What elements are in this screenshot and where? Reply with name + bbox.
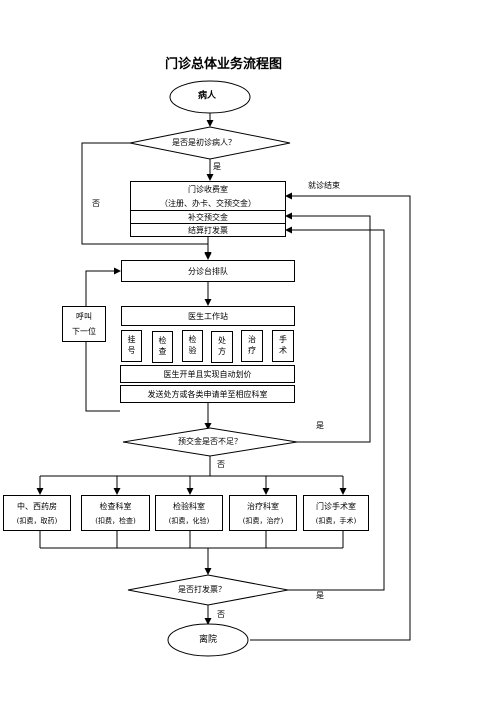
fee-room-subtitle: （注册、办卡、交预交金）: [160, 198, 256, 208]
decision-first-visit-label: 是否是初诊病人？: [172, 138, 236, 147]
page-title: 门诊总体业务流程图: [165, 57, 283, 72]
department-surgery: 门诊手术室 (扣费，手术): [303, 495, 369, 531]
doctor-item-label: 处方: [218, 336, 226, 356]
call-next-line1: 呼叫: [76, 312, 92, 321]
doctor-item-lab: 检验: [182, 330, 203, 362]
leave-label: 离院: [199, 635, 218, 645]
leave-ellipse: [167, 623, 249, 657]
end-visit-label: 就诊结束: [308, 181, 340, 190]
no-label-3: 否: [217, 610, 225, 619]
start-label: 病人: [198, 91, 217, 101]
department-name: 门诊手术室: [316, 501, 356, 511]
department-name: 检验科室: [173, 501, 205, 511]
department-treatment: 治疗科室 (扣费，治疗): [229, 495, 297, 531]
auto-price-label: 医生开单且实现自动划价: [163, 369, 252, 379]
supplement-deposit-label: 补交预交金: [188, 212, 228, 222]
yes-label-2: 是: [316, 421, 324, 430]
doctor-item-label: 手术: [279, 335, 287, 355]
department-sub: (扣费，治疗): [242, 516, 284, 525]
doctor-station-box: 医生工作站: [121, 306, 295, 326]
yes-label-1: 是: [213, 162, 221, 171]
decision-deposit-label: 预交金是否不足？: [178, 437, 242, 446]
doctor-item-label: 检验: [188, 335, 197, 355]
auto-price-box: 医生开单且实现自动划价: [120, 365, 295, 383]
fee-room-title: 门诊收费室: [188, 184, 228, 194]
doctor-item-label: 治疗: [248, 335, 256, 355]
no-label-1: 否: [92, 199, 100, 208]
send-request-box: 发送处方或各类申请单至相应科室: [120, 385, 295, 403]
doctor-station-label: 医生工作站: [188, 311, 228, 321]
doctor-item-prescription: 处方: [211, 331, 233, 363]
doctor-item-label: 挂号: [127, 335, 136, 355]
department-sub: (扣费，取药): [16, 516, 58, 525]
doctor-item-surgery: 手术: [272, 330, 294, 362]
doctor-item-exam: 检查: [152, 331, 173, 363]
supplement-deposit-box: 补交预交金: [130, 210, 286, 224]
department-sub: (扣费，手术): [315, 516, 357, 525]
no-label-2: 否: [217, 460, 225, 469]
department-lab: 检验科室 (扣费，化验): [155, 495, 223, 531]
call-next-box: 呼叫 下一位: [62, 306, 106, 342]
triage-box: 分诊台排队: [121, 260, 295, 282]
doctor-item-register: 挂号: [121, 330, 142, 362]
doctor-item-label: 检查: [158, 336, 167, 356]
department-name: 检查科室: [99, 501, 132, 511]
doctor-item-treatment: 治疗: [241, 330, 263, 362]
fee-room-box: 门诊收费室 （注册、办卡、交预交金）: [130, 181, 286, 210]
triage-label: 分诊台排队: [188, 266, 228, 276]
settle-invoice-box: 结算打发票: [130, 223, 286, 237]
settle-invoice-label: 结算打发票: [188, 225, 228, 235]
call-next-line2: 下一位: [72, 327, 96, 336]
department-sub: (扣费，化验): [168, 516, 210, 525]
department-pharmacy: 中、西药房 (扣费，取药): [3, 495, 71, 531]
department-sub: (扣费，检查): [95, 516, 136, 525]
department-name: 治疗科室: [247, 501, 279, 511]
yes-label-3: 是: [316, 591, 324, 600]
department-exam: 检查科室 (扣费，检查): [81, 495, 150, 531]
department-name: 中、西药房: [17, 501, 57, 511]
decision-invoice-label: 是否打发票？: [178, 585, 226, 594]
send-request-label: 发送处方或各类申请单至相应科室: [147, 389, 268, 399]
